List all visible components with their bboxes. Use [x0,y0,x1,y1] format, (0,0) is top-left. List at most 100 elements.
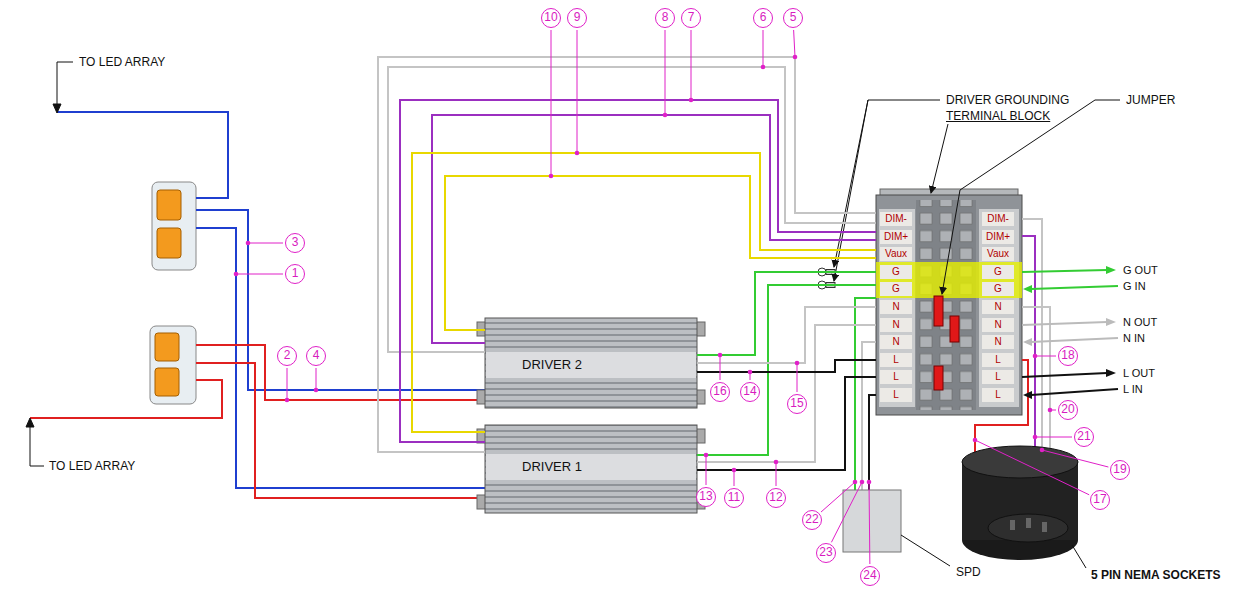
led-arrow [57,62,73,105]
leader-line [665,30,666,115]
callout-number: 1 [285,264,305,284]
text-label: TERMINAL BLOCK [945,109,1051,123]
wire-connector [697,360,876,372]
leader-line [1042,450,1108,467]
terminal-label: DIM+ [982,230,1014,244]
leader-dot [246,241,251,246]
wire-connector [378,57,876,452]
driver-housing [477,318,705,513]
driver-housing [486,352,696,378]
wire-connector [697,377,876,470]
terminal-label: N [982,335,1014,349]
terminal-label: L [982,353,1014,367]
socket-wire [1022,219,1042,455]
leader-dot [795,361,800,366]
wago-connector [155,333,179,361]
text-label: SPD [955,565,982,579]
leader-dot [575,151,580,156]
leader-dot [1033,354,1038,359]
leader-line [975,440,1089,495]
terminal-label: G [982,265,1014,279]
leader-dot [234,272,239,277]
feed-arrow [1022,322,1107,325]
callout-number: 19 [1110,460,1130,480]
leader-line [1035,356,1056,357]
leader-dot [1033,435,1038,440]
label-leader [868,100,940,101]
wago-connector [157,228,181,258]
terminal-label: L [880,388,912,402]
text-label: G OUT [1122,263,1159,277]
led-wire [196,228,485,488]
wire-connector [432,115,876,343]
callout-number: 14 [740,382,760,402]
text-label: N IN [1122,331,1146,345]
leader-line [316,368,317,390]
led-arrow [26,62,73,466]
leader-line [794,30,795,57]
wire-connector [400,100,876,442]
label-leader [834,100,868,281]
nema-socket [1072,545,1086,568]
text-label: G IN [1122,279,1147,293]
callout-number: 3 [285,233,305,253]
nema-socket [1042,522,1047,532]
leader-dot [853,480,858,485]
wire-connector [697,307,876,363]
callout-number: 4 [306,346,326,366]
terminal-label: DIM- [982,212,1014,226]
terminal-label: Vaux [982,247,1014,261]
terminal-label: G [880,282,912,296]
feed-arrow [1022,266,1118,399]
wago-connector [150,326,196,404]
feed-arrow [1023,391,1032,399]
leader-line [869,482,871,564]
wire-connector [697,285,876,455]
feed-arrow [1031,286,1118,289]
leader-dot [718,353,723,358]
leader-line [720,355,721,380]
callout-number: 2 [277,346,297,366]
text-label: 5 PIN NEMA SOCKETS [1090,568,1222,582]
terminal-label: L [982,388,1014,402]
terminal-block-body [934,296,943,326]
wago-connector [155,368,179,396]
wire-connector [388,67,876,352]
nema-socket [988,514,1068,542]
driver-box: DRIVER 1 [485,425,697,513]
callout-number: 10 [541,8,561,28]
leader-dot [973,438,978,443]
leader-line [287,368,288,400]
driver-box: DRIVER 2 [485,318,697,408]
terminal-label: N [880,300,912,314]
leader-line [691,30,692,100]
leader-dot [867,480,872,485]
callout-number: 12 [766,488,786,508]
spd-device [862,342,876,490]
driver-label: DRIVER 2 [519,357,585,373]
callout-number: 20 [1058,400,1078,420]
terminal-label: DIM- [880,212,912,226]
feed-arrow [1031,338,1118,342]
spd-device [843,490,901,552]
led-arrow [30,427,44,466]
callout-number: 13 [696,487,716,507]
terminal-label: Vaux [880,247,912,261]
leader-dot [1040,448,1045,453]
terminal-label: L [880,353,912,367]
callout-number: 11 [724,488,744,508]
wire-connector [412,153,876,432]
label-leader [931,124,948,193]
leader-line [763,30,764,67]
led-wire [196,345,485,400]
nema-socket [962,446,1086,568]
label-leader [834,100,1120,294]
terminal-label: L [982,370,1014,384]
spd-device [843,298,950,566]
text-label: JUMPER [1125,93,1176,107]
feed-arrow [1023,338,1032,346]
